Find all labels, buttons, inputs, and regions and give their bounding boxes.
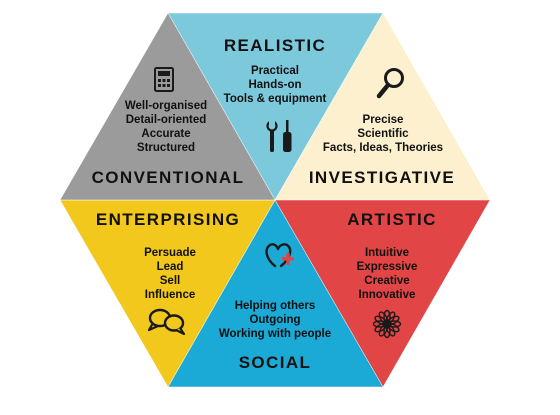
calculator-icon: [154, 67, 174, 92]
investigative-title: INVESTIGATIVE: [309, 168, 455, 187]
enterprising-trait: Sell: [160, 275, 180, 287]
flower-icon: [372, 309, 402, 339]
tools-icon: [266, 120, 292, 152]
enterprising-trait: Persuade: [144, 247, 196, 259]
flower-center: [382, 319, 392, 329]
realistic-trait: Hands-on: [248, 79, 301, 91]
social-trait: Helping others: [235, 300, 316, 312]
realistic-trait: Practical: [251, 65, 299, 77]
artistic-trait: Innovative: [359, 289, 416, 301]
conventional-trait: Well-organised: [125, 100, 207, 112]
investigative-trait: Scientific: [357, 128, 409, 140]
speech-bubbles-icon: [147, 308, 186, 336]
realistic-title: REALISTIC: [224, 36, 326, 55]
enterprising-trait: Lead: [157, 261, 184, 273]
realistic-trait: Tools & equipment: [224, 93, 327, 105]
conventional-title: CONVENTIONAL: [92, 168, 245, 187]
artistic-title: ARTISTIC: [347, 210, 437, 229]
artistic-trait: Expressive: [357, 261, 418, 273]
flower-petal: [378, 311, 389, 325]
enterprising-title: ENTERPRISING: [96, 210, 240, 229]
magnifier-icon: [376, 68, 404, 99]
social-trait: Outgoing: [249, 314, 300, 326]
artistic-trait: Intuitive: [365, 247, 409, 259]
social-trait: Working with people: [219, 328, 331, 340]
conventional-section: [59, 12, 276, 201]
investigative-trait: Facts, Ideas, Theories: [323, 142, 443, 154]
conventional-trait: Accurate: [141, 128, 190, 140]
investigative-trait: Precise: [363, 114, 404, 126]
conventional-trait: Detail-oriented: [126, 114, 207, 126]
enterprising-trait: Influence: [145, 289, 195, 301]
heart-plus-icon: [265, 243, 294, 268]
artistic-trait: Creative: [364, 275, 409, 287]
social-title: SOCIAL: [239, 353, 312, 372]
conventional-trait: Structured: [137, 142, 195, 154]
